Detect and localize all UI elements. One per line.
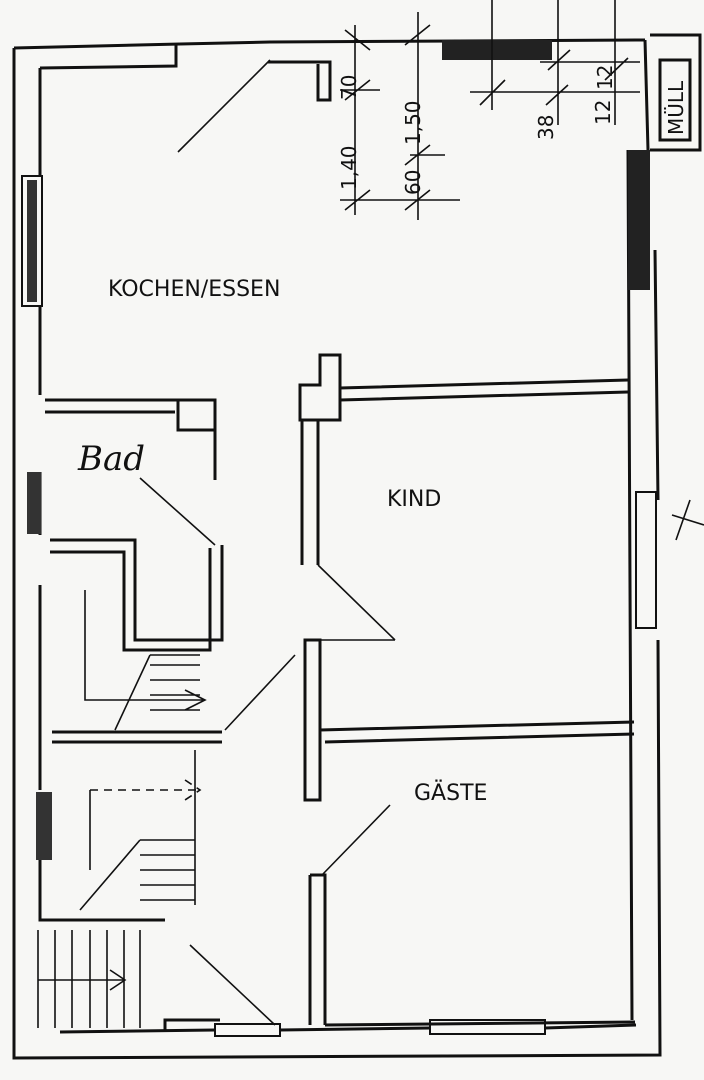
dim-70: 70 bbox=[337, 75, 361, 100]
windows bbox=[21, 40, 657, 1037]
door-swings bbox=[139, 59, 396, 1026]
dimension-labels: 70 1,40 1,50 60 38 12 12 MÜLL bbox=[337, 65, 688, 195]
room-label-child: KIND bbox=[387, 487, 441, 512]
bin-label: MÜLL bbox=[664, 80, 688, 135]
dim-38: 38 bbox=[534, 115, 558, 140]
room-label-kitchen: KOCHEN/ESSEN bbox=[108, 277, 280, 302]
exterior-mark-icon bbox=[671, 499, 704, 541]
stairs bbox=[37, 590, 207, 1028]
dim-60: 60 bbox=[401, 170, 425, 195]
dim-12-upper: 12 bbox=[593, 65, 617, 90]
dim-12-lower: 12 bbox=[591, 100, 615, 125]
dim-1-40: 1,40 bbox=[337, 145, 361, 190]
dimension-lines bbox=[340, 0, 640, 220]
interior-walls bbox=[45, 33, 702, 1025]
room-label-guest: GÄSTE bbox=[414, 780, 487, 806]
dim-1-50: 1,50 bbox=[401, 100, 425, 145]
outer-walls bbox=[12, 38, 662, 1060]
room-label-bath: Bad bbox=[77, 439, 145, 479]
